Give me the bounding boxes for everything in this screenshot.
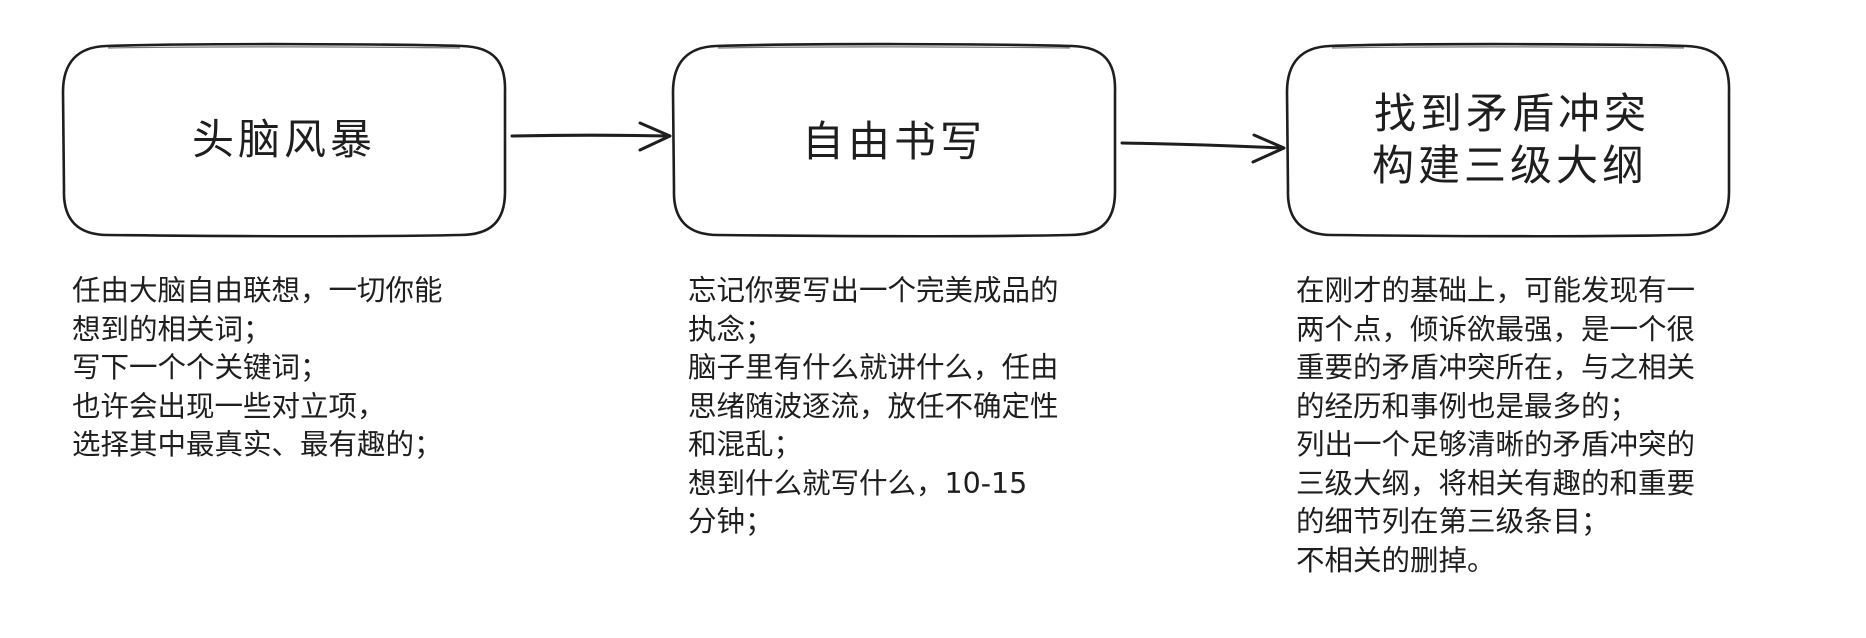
description-line: 不相关的删掉。 <box>1296 543 1496 577</box>
step-3-title-line-2: 构建三级大纲 <box>1372 141 1648 190</box>
description-line: 写下一个个关键词； <box>72 351 329 384</box>
step-box-1 <box>61 42 507 238</box>
step-box-3 <box>1285 42 1731 238</box>
description-line: 的经历和事例也是最多的； <box>1296 389 1639 423</box>
description-line: 想到的相关词； <box>72 312 272 346</box>
step-2-title: 自由书写 <box>802 117 986 166</box>
step-box-2 <box>671 42 1117 238</box>
description-line: 列出一个足够清晰的矛盾冲突的 <box>1296 428 1696 461</box>
description-line: 选择其中最真实、最有趣的； <box>72 428 443 461</box>
description-line: 的细节列在第三级条目； <box>1296 505 1610 538</box>
step-2-description: 忘记你要写出一个完美成品的 执念； 脑子里有什么就讲什么，任由 思绪随波逐流，放… <box>688 272 1059 542</box>
description-line: 和混乱； <box>688 428 803 461</box>
description-line: 脑子里有什么就讲什么，任由 <box>688 351 1059 384</box>
description-line: 忘记你要写出一个完美成品的 <box>688 274 1059 307</box>
description-line: 分钟； <box>688 505 774 538</box>
description-line: 在刚才的基础上，可能发现有一 <box>1296 274 1696 307</box>
step-1-description: 任由大脑自由联想，一切你能 想到的相关词； 写下一个个关键词； 也许会出现一些对… <box>72 272 443 465</box>
description-line: 思绪随波逐流，放任不确定性 <box>688 389 1059 423</box>
step-3-description: 在刚才的基础上，可能发现有一 两个点，倾诉欲最强，是一个很 重要的矛盾冲突所在，… <box>1296 272 1695 580</box>
step-1-title: 头脑风暴 <box>192 115 376 164</box>
arrow-2-to-3 <box>1120 133 1286 164</box>
description-line: 也许会出现一些对立项， <box>72 389 386 423</box>
description-line: 重要的矛盾冲突所在，与之相关 <box>1296 351 1696 384</box>
arrow-1-to-2 <box>510 121 672 152</box>
step-3-title-line-1: 找到矛盾冲突 <box>1374 89 1650 138</box>
description-line: 三级大纲，将相关有趣的和重要 <box>1296 466 1696 500</box>
description-line: 执念； <box>688 312 774 346</box>
description-line: 任由大脑自由联想，一切你能 <box>72 274 443 307</box>
description-line: 想到什么就写什么，10-15 <box>688 466 1028 500</box>
description-line: 两个点，倾诉欲最强，是一个很 <box>1296 312 1696 346</box>
